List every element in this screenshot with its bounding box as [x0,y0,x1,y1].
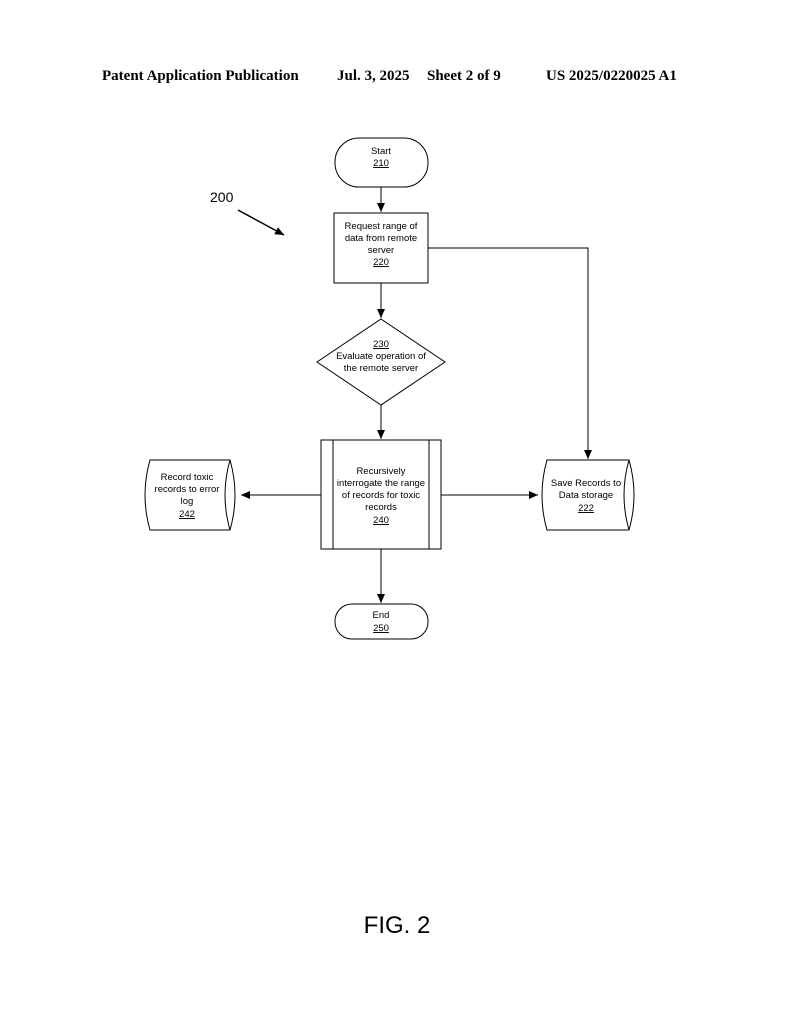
reference-pointer-arrow [237,209,285,236]
figure-label: FIG. 2 [363,912,431,939]
save-records-node: Save Records to Data storage 222 [541,459,635,531]
save-records-ref: 222 [578,503,594,514]
save-records-label-line1: Save Records to [551,478,621,489]
evaluate-label-line1: Evaluate operation of [336,351,426,362]
publication-date: Jul. 3, 2025 [337,68,410,84]
request-ref: 220 [373,257,389,268]
interrogate-label-line1: Recursively [356,466,405,477]
error-log-label-line2: records to error [155,484,220,495]
interrogate-node: Recursively interrogate the range of rec… [320,439,442,550]
interrogate-label-line4: records [365,502,397,513]
error-log-label-line1: Record toxic [161,472,214,483]
save-records-label-line2: Data storage [559,490,613,501]
interrogate-label-line2: interrogate the range [337,478,425,489]
request-node: Request range of data from remote server… [333,212,429,284]
request-label-line1: Request range of [345,221,418,232]
connector-request-to-save [428,247,592,459]
error-log-node: Record toxic records to error log 242 [144,459,236,531]
interrogate-label-line3: of records for toxic [342,490,420,501]
sheet-number: Sheet 2 of 9 [427,68,501,84]
evaluate-label-line2: the remote server [344,363,418,374]
start-ref: 210 [373,158,389,169]
evaluate-ref: 230 [373,339,389,350]
request-label-line2: data from remote [345,233,417,244]
publication-number: US 2025/0220025 A1 [546,68,677,84]
publication-title: Patent Application Publication [102,68,299,84]
start-node: Start 210 [334,137,429,188]
interrogate-ref: 240 [373,515,389,526]
request-label-line3: server [368,245,394,256]
end-ref: 250 [373,623,389,634]
diagram-reference-label: 200 [210,189,234,205]
start-label: Start [371,146,391,157]
end-label: End [373,610,390,621]
page-header: Patent Application Publication Jul. 3, 2… [0,68,794,88]
error-log-ref: 242 [179,509,195,520]
end-node: End 250 [334,603,429,640]
evaluate-node: 230 Evaluate operation of the remote ser… [316,318,446,406]
error-log-label-line3: log [181,496,194,507]
